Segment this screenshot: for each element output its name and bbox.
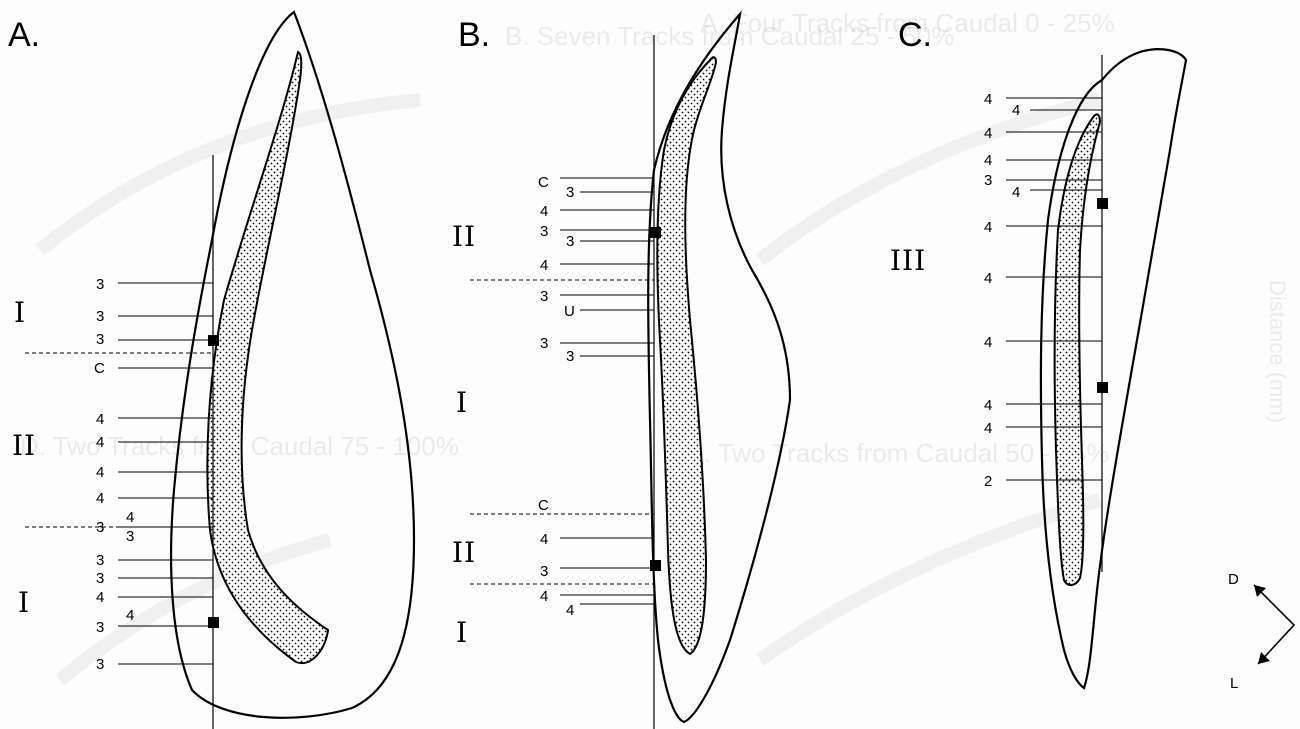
ghost-title-c: C. Two Tracks from Caudal 50 - 75% — [685, 438, 1109, 468]
panel-b-track-label: C — [538, 174, 549, 191]
panel-a-track-label: C — [94, 360, 105, 377]
panel-a-track-label-right: 4 — [126, 509, 134, 526]
panel-a-layer-1: I — [14, 296, 26, 329]
panel-b-marker-upper — [650, 227, 661, 238]
panel-c-track-label: 2 — [984, 473, 992, 490]
panel-b: B. II I II I C — [452, 14, 790, 729]
panel-c-marker-lower — [1097, 382, 1108, 393]
panel-b-track-label: 3 — [566, 184, 574, 201]
panel-c-track-label: 4 — [984, 270, 992, 287]
panel-a-track-label: 3 — [96, 570, 104, 587]
panel-a-track-label: 4 — [96, 464, 104, 481]
panel-b-track-label: 4 — [566, 602, 574, 619]
panel-c-track-label: 4 — [984, 420, 992, 437]
panel-a-track-label: 4 — [96, 434, 104, 451]
panel-c-track-label: 4 — [984, 219, 992, 236]
panel-a-track-label: 4 — [96, 490, 104, 507]
panel-b-layer-4: I — [456, 616, 468, 649]
panel-a-track-label: 3 — [96, 331, 104, 348]
panel-b-track-label: C — [538, 497, 549, 514]
panel-a-track-label: 3 — [96, 656, 104, 673]
panel-a-track-label: 3 — [96, 308, 104, 325]
lateral-label: L — [1230, 675, 1238, 692]
panel-c-track-label: 4 — [984, 125, 992, 142]
panel-b-track-label: 3 — [566, 348, 574, 365]
panel-a-track-labels: 3 3 3 C 4 4 4 4 3 4 3 3 3 4 3 4 3 — [94, 276, 134, 673]
panel-c-track-label: 4 — [984, 334, 992, 351]
panel-c-track-label: 3 — [984, 172, 992, 189]
ghost-curve-1 — [40, 100, 420, 250]
panel-b-track-label: 3 — [540, 335, 548, 352]
panel-b-track-label: 3 — [566, 233, 574, 250]
panel-a-track-label: 4 — [96, 589, 104, 606]
dorsal-label: D — [1228, 571, 1239, 588]
panel-a-track-label: 3 — [96, 276, 104, 293]
panel-c-letter: C. — [898, 16, 932, 54]
panel-b-track-label: 3 — [540, 288, 548, 305]
panel-a-track-label-right: 3 — [126, 528, 134, 545]
panel-b-track-label: U — [564, 303, 575, 320]
orientation-indicator: D L — [1228, 571, 1294, 692]
ghost-axis-label: Distance (mm) — [1265, 280, 1290, 423]
panel-b-letter: B. — [458, 16, 490, 54]
panel-c-marker-upper — [1097, 198, 1108, 209]
panel-c-track-label: 4 — [984, 152, 992, 169]
panel-b-track-label: 3 — [540, 563, 548, 580]
panel-c-track-label: 4 — [1012, 184, 1020, 201]
panel-a-layer-3: I — [18, 586, 30, 619]
panel-b-track-label: 4 — [540, 257, 548, 274]
panel-a-track-label: 3 — [96, 519, 104, 536]
panel-c-track-labels: 4 4 4 4 3 4 4 4 4 4 4 2 — [984, 91, 1020, 490]
panel-b-track-label: 4 — [540, 203, 548, 220]
panel-b-layer-1: II — [452, 220, 476, 253]
panel-a-track-label: 4 — [96, 411, 104, 428]
panel-a-track-label: 3 — [96, 552, 104, 569]
panel-b-track-labels: C 3 4 3 3 4 3 U 3 3 C 4 3 4 4 — [538, 174, 575, 619]
panel-b-track-label: 3 — [540, 223, 548, 240]
panel-b-layer-2: I — [456, 386, 468, 419]
panel-c-dotted-core — [1055, 114, 1100, 585]
panel-c-track-label: 4 — [984, 91, 992, 108]
panel-b-marker-lower — [650, 560, 661, 571]
ghost-curve-3 — [760, 500, 1100, 660]
panel-c-track-label: 4 — [1012, 102, 1020, 119]
panel-a-track-label: 3 — [96, 619, 104, 636]
panel-b-track-label: 4 — [540, 588, 548, 605]
panel-a-layer-2: II — [12, 429, 36, 462]
panel-a-track-label-right: 4 — [126, 607, 134, 624]
panel-a-letter: A. — [8, 16, 40, 54]
orientation-arrow-icon — [1254, 585, 1294, 664]
panel-b-track-label: 4 — [540, 531, 548, 548]
panel-a: A. I II I 3 3 3 — [8, 12, 414, 729]
panel-b-layer-3: II — [452, 536, 476, 569]
panel-c-track-label: 4 — [984, 397, 992, 414]
panel-c-layer-1: III — [890, 244, 926, 277]
panel-b-dotted-core — [657, 57, 716, 654]
